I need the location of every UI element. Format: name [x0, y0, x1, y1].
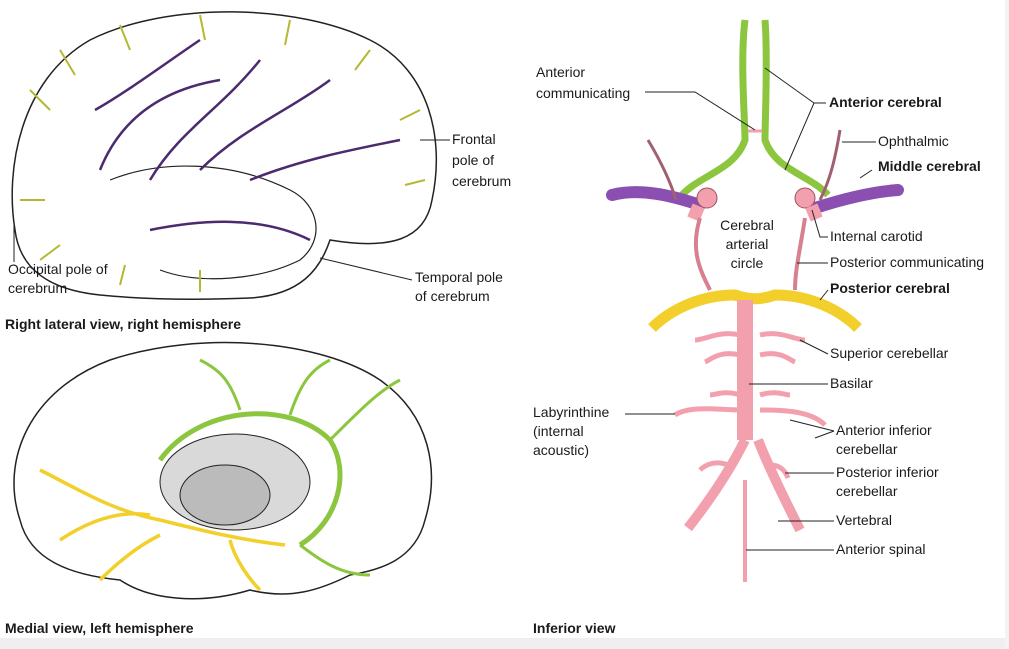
- label-line: Frontal: [452, 131, 496, 147]
- label-line: Anterior inferior: [836, 422, 932, 438]
- label-line: pole of: [452, 152, 495, 168]
- arterial-circle-illustration: [606, 19, 904, 582]
- label-line: cerebellar: [836, 441, 898, 457]
- label-line: Anterior: [536, 64, 586, 80]
- vertebral-label: Vertebral: [836, 512, 893, 528]
- internal-carotid-label: Internal carotid: [830, 228, 923, 244]
- basilar-label: Basilar: [830, 375, 873, 391]
- posterior-cerebral-label: Posterior cerebral: [830, 280, 950, 296]
- medial-brain-illustration: [13, 341, 433, 600]
- temporal-pole-label: Temporal pole of cerebrum: [415, 268, 503, 306]
- right-edge-strip: [1005, 0, 1009, 649]
- medial-view-caption: Medial view, left hemisphere: [5, 620, 194, 636]
- labyrinthine-label: Labyrinthine (internal acoustic): [533, 403, 609, 460]
- anterior-cerebral-label: Anterior cerebral: [829, 94, 942, 110]
- middle-cerebral-label: Middle cerebral: [878, 158, 981, 174]
- inferior-view-caption: Inferior view: [533, 620, 616, 636]
- anterior-spinal-label: Anterior spinal: [836, 541, 926, 557]
- label-line: circle: [730, 255, 764, 271]
- label-line: arterial: [725, 236, 769, 252]
- occipital-pole-label: Occipital pole of cerebrum: [8, 260, 108, 298]
- anterior-inferior-cerebellar-label: Anterior inferior cerebellar: [836, 421, 932, 459]
- label-line: communicating: [536, 85, 631, 101]
- label-line: cerebrum: [452, 173, 512, 189]
- label-line: cerebellar: [836, 483, 898, 499]
- label-line: Posterior inferior: [836, 464, 939, 480]
- ophthalmic-label: Ophthalmic: [878, 133, 949, 149]
- label-line: Labyrinthine: [533, 404, 610, 420]
- frontal-pole-label: Frontal pole of cerebrum: [452, 129, 511, 192]
- superior-cerebellar-label: Superior cerebellar: [830, 345, 949, 361]
- label-line: Cerebral: [720, 217, 774, 233]
- label-line: of cerebrum: [415, 288, 490, 304]
- posterior-communicating-label: Posterior communicating: [830, 254, 985, 270]
- label-line: acoustic): [533, 442, 590, 458]
- lateral-view-caption: Right lateral view, right hemisphere: [5, 316, 241, 332]
- label-line: Temporal pole: [415, 269, 503, 285]
- footer-strip: [0, 638, 1009, 649]
- label-line: (internal: [533, 423, 584, 439]
- cerebral-arterial-circle-label: Cerebral arterial circle: [707, 216, 787, 273]
- label-line: Occipital pole of: [8, 261, 108, 277]
- anterior-communicating-label: Anterior communicating: [536, 62, 630, 104]
- posterior-inferior-cerebellar-label: Posterior inferior cerebellar: [836, 463, 939, 501]
- lateral-brain-illustration: [11, 11, 450, 300]
- label-line: cerebrum: [8, 280, 68, 296]
